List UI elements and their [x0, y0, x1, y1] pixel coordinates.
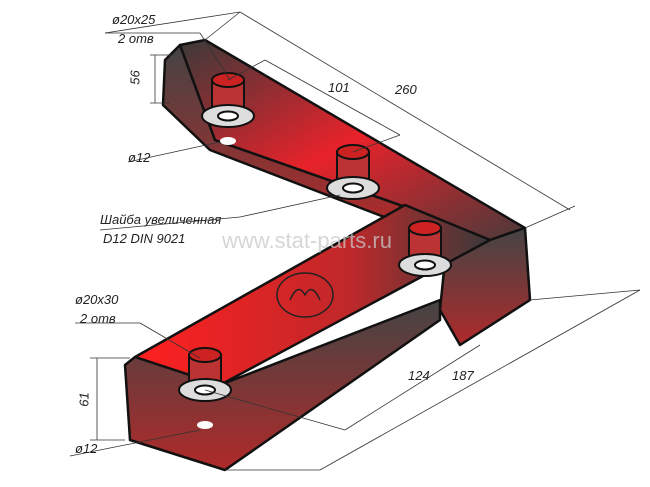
upper-spacing-dim: 101	[328, 80, 350, 95]
dimension-lines	[69, 11, 641, 471]
watermark: www.stat-parts.ru	[222, 228, 392, 253]
upper-hole-spec: ø20x25	[112, 12, 156, 27]
washer-name: Шайба увеличенная	[100, 212, 222, 227]
hole-4	[178, 347, 232, 429]
hole-3	[398, 220, 452, 297]
logo-icon	[276, 272, 334, 318]
washer-standard: D12 DIN 9021	[103, 231, 186, 246]
holes	[178, 72, 452, 429]
lower-length-dim: 187	[452, 368, 474, 383]
upper-length-dim: 260	[395, 82, 417, 97]
lower-spacing-dim: 124	[408, 368, 430, 383]
lower-hole-count: 2 отв	[80, 311, 116, 326]
lower-height-dim: 61	[76, 392, 92, 407]
upper-washer-hole: ø12	[128, 150, 151, 165]
upper-hole-count: 2 отв	[118, 31, 154, 46]
lower-hole-spec: ø20x30	[75, 292, 119, 307]
upper-height-dim: 56	[127, 70, 143, 85]
lower-washer-hole: ø12	[75, 441, 98, 456]
